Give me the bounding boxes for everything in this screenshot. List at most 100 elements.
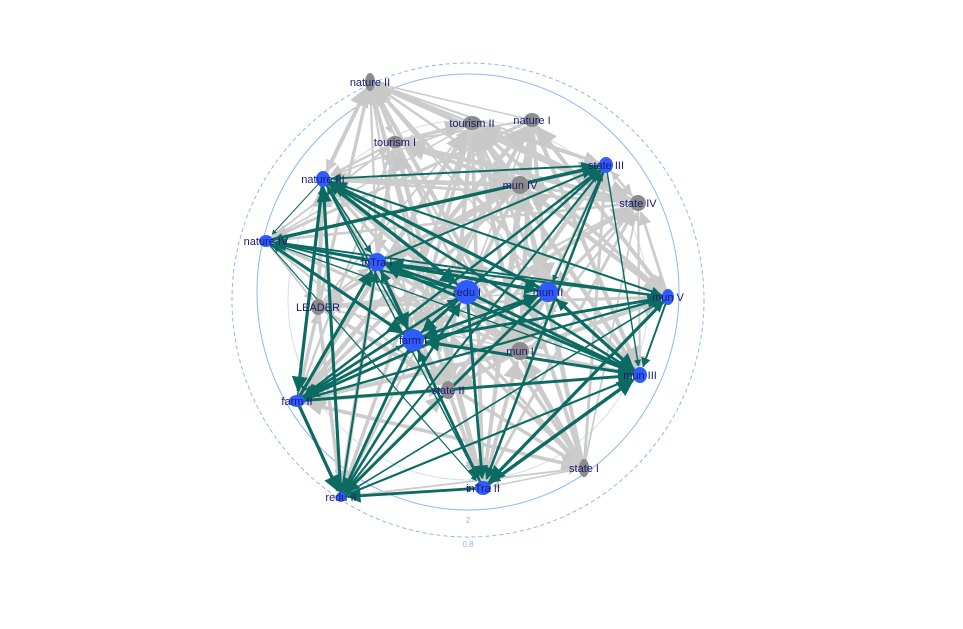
node-label-munV: mun V bbox=[652, 292, 684, 304]
edge-farmI-reduII bbox=[342, 339, 415, 492]
edge-reduII-reduI bbox=[339, 302, 461, 498]
node-label-stateIV: state IV bbox=[619, 198, 657, 210]
edge-stateI-reduI bbox=[473, 302, 586, 470]
node-label-natureII: nature II bbox=[350, 77, 390, 89]
edge-munV-natureIII bbox=[330, 180, 669, 298]
node-stateIII[interactable] bbox=[599, 157, 613, 173]
edge-farmI-munII bbox=[412, 293, 538, 342]
edge-munII-stateIII bbox=[547, 172, 604, 293]
node-label-stateI: state I bbox=[569, 463, 599, 475]
edge-farmII-natureIII bbox=[296, 187, 325, 402]
edge-reduII-munV bbox=[340, 300, 662, 498]
edge-farmII-tourismI bbox=[295, 150, 394, 402]
node-label-inTraI: inTra I bbox=[362, 257, 393, 269]
edge-munIII-inTraI bbox=[385, 264, 641, 377]
edge-LEADER-natureIII bbox=[311, 185, 333, 308]
edge-reduII-stateIII bbox=[340, 171, 602, 498]
node-reduII[interactable] bbox=[336, 492, 346, 502]
edge-stateI-stateIV bbox=[583, 211, 639, 469]
node-label-tourismII: tourism II bbox=[449, 118, 494, 130]
node-farmII[interactable] bbox=[289, 395, 305, 407]
edge-natureII-farmI bbox=[368, 81, 415, 329]
edge-farmII-farmI bbox=[296, 345, 403, 402]
edge-munII-inTraI bbox=[386, 258, 549, 294]
edge-stateI-natureIII bbox=[327, 184, 586, 470]
edge-farmII-munIII bbox=[296, 369, 633, 403]
node-label-munIII: mun III bbox=[623, 370, 657, 382]
node-stateIV[interactable] bbox=[630, 195, 646, 211]
node-tourismII[interactable] bbox=[463, 116, 481, 130]
edge-tourismII-natureII bbox=[375, 83, 473, 125]
inner-ring-label: 2 bbox=[466, 516, 471, 525]
edge-inTraI-natureIII bbox=[327, 185, 378, 263]
node-label-farmII: farm II bbox=[281, 396, 312, 408]
node-reduI[interactable] bbox=[455, 280, 479, 304]
edge-stateIII-natureIII bbox=[331, 164, 607, 183]
node-natureIII[interactable] bbox=[316, 171, 330, 187]
edge-inTraII-reduII bbox=[346, 486, 484, 503]
node-inTraI[interactable] bbox=[368, 253, 386, 271]
node-label-LEADER: LEADER bbox=[296, 302, 340, 314]
edge-munV-munIV bbox=[527, 189, 670, 299]
edge-munIII-tourismII bbox=[476, 130, 642, 377]
edge-stateI-munII bbox=[547, 302, 585, 469]
middle-ring bbox=[256, 73, 680, 511]
node-LEADER[interactable] bbox=[311, 299, 325, 315]
node-stateI[interactable] bbox=[579, 459, 589, 477]
node-label-reduI: redu I bbox=[453, 287, 481, 299]
node-label-tourismI: tourism I bbox=[374, 137, 416, 149]
node-munI[interactable] bbox=[511, 342, 529, 360]
node-farmI[interactable] bbox=[402, 329, 424, 351]
node-label-natureI: nature I bbox=[513, 115, 550, 127]
edge-munV-stateIV bbox=[638, 211, 670, 298]
node-munIV[interactable] bbox=[511, 176, 529, 194]
edge-reduI-inTraII bbox=[465, 291, 489, 480]
node-label-stateII: state II bbox=[431, 385, 464, 397]
node-label-munII: mun II bbox=[533, 287, 564, 299]
node-munIII[interactable] bbox=[633, 367, 647, 383]
edge-stateIII-inTraII bbox=[484, 164, 608, 480]
edge-natureI-tourismI bbox=[403, 119, 533, 144]
node-natureII[interactable] bbox=[365, 73, 375, 91]
edge-reduII-stateI bbox=[340, 465, 578, 498]
node-inTraII[interactable] bbox=[475, 481, 491, 495]
edge-inTraII-stateIV bbox=[481, 210, 635, 489]
edge-farmII-stateIII bbox=[296, 169, 600, 402]
edge-munV-munIII bbox=[641, 296, 669, 368]
edge-munIII-munII bbox=[556, 299, 641, 376]
edge-reduII-natureIII bbox=[316, 186, 343, 498]
edge-munII-natureIII bbox=[329, 181, 549, 294]
node-label-inTraII: inTra II bbox=[466, 483, 500, 495]
edge-inTraII-munV bbox=[482, 302, 664, 489]
edge-inTraI-stateIII bbox=[376, 167, 599, 263]
node-label-natureIII: nature III bbox=[301, 174, 344, 186]
node-label-natureIV: nature IV bbox=[244, 236, 289, 248]
node-natureIV[interactable] bbox=[259, 235, 273, 247]
edge-stateI-stateIII bbox=[582, 172, 612, 469]
edge-farmII-reduI bbox=[296, 298, 456, 402]
node-munV[interactable] bbox=[662, 289, 674, 305]
edge-reduII-inTraI bbox=[339, 271, 380, 498]
edge-natureIV-stateIII bbox=[265, 162, 599, 243]
node-label-stateIII: state III bbox=[588, 160, 624, 172]
edge-inTraI-natureII bbox=[364, 87, 379, 263]
outer-ring bbox=[231, 62, 705, 538]
node-label-reduII: redu II bbox=[325, 492, 356, 504]
edge-stateIV-munI bbox=[525, 202, 639, 344]
edge-inTraII-farmI bbox=[417, 350, 484, 489]
node-stateII[interactable] bbox=[441, 381, 455, 399]
edge-stateIV-munIII bbox=[634, 202, 646, 368]
node-natureI[interactable] bbox=[524, 113, 540, 127]
edge-natureIII-natureIV bbox=[271, 178, 324, 235]
edge-munV-natureIV bbox=[273, 238, 669, 298]
edge-farmII-inTraI bbox=[295, 270, 373, 402]
outer-ring-label: 0.8 bbox=[462, 540, 474, 549]
nodes: nature II tourism II nature I tourism I stat… bbox=[244, 73, 685, 504]
node-label-munIV: mun IV bbox=[503, 180, 539, 192]
node-label-farmI: farm I bbox=[399, 335, 427, 347]
edge-farmI-natureIV bbox=[272, 245, 414, 341]
node-munII[interactable] bbox=[538, 282, 558, 302]
node-tourismI[interactable] bbox=[387, 136, 403, 148]
node-label-munI: mun I bbox=[506, 346, 534, 358]
